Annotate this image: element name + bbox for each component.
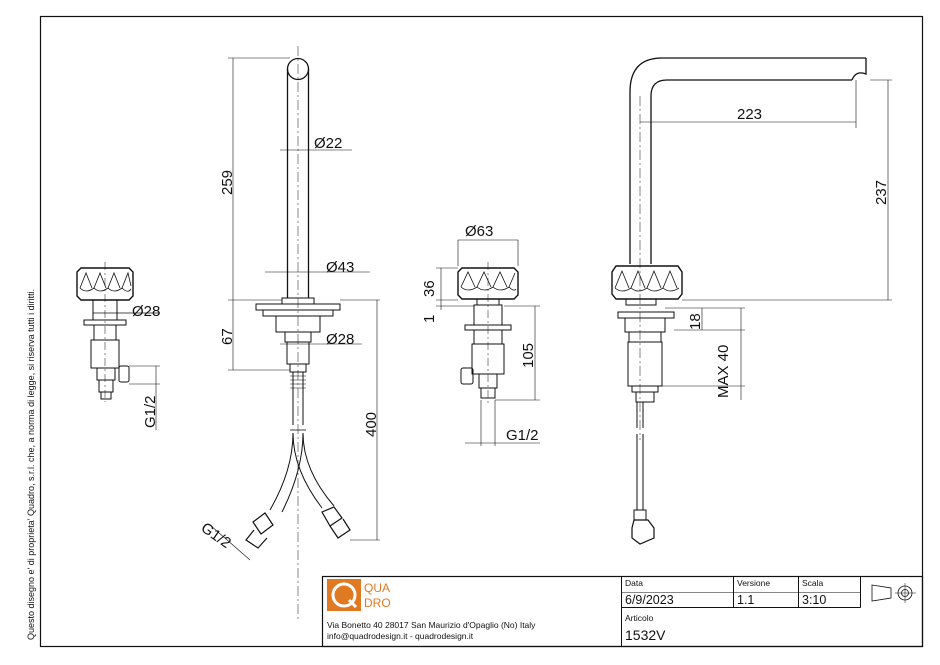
dim-diameter-63: Ø63 [465,223,493,240]
copyright-notice: Questo disegno e' di proprieta' Quadro, … [26,289,36,640]
address-line-1: Via Bonetto 40 28017 San Maurizio d'Opag… [327,620,536,630]
address-line-2: info@quadrodesign.it - quadrodesign.it [327,631,474,641]
logo-text-qua: QUA [364,581,390,595]
spout-side-drawing [611,57,892,545]
dim-width-223: 223 [737,106,762,123]
dim-thread-g12-bottom: G1/2 [198,519,234,552]
dim-max-40: MAX 40 [715,345,732,398]
article-value: 1532V [625,627,666,643]
left-valve-drawing [76,262,160,430]
scale-value: 3:10 [802,593,826,607]
dim-height-237: 237 [873,180,890,205]
version-label: Versione [737,578,770,588]
dim-height-67: 67 [219,328,236,345]
dim-height-400: 400 [363,412,380,437]
spout-front-drawing [209,46,380,620]
dim-diameter-28-mid: Ø28 [326,331,354,348]
right-valve-drawing [436,239,540,446]
drawing-border [39,15,924,648]
article-label: Articolo [625,613,654,623]
dim-height-36: 36 [421,280,438,297]
date-label: Data [625,578,643,588]
dim-diameter-43: Ø43 [326,259,354,276]
date-value: 6/9/2023 [625,593,674,607]
dim-height-18: 18 [687,313,704,330]
dim-diameter-28-left: Ø28 [132,303,160,320]
scale-label: Scala [802,578,824,588]
dim-height-1: 1 [421,315,438,323]
title-block [321,575,924,648]
version-value: 1.1 [737,593,754,607]
dim-height-259: 259 [219,170,236,195]
dim-diameter-22: Ø22 [314,135,342,152]
dim-thread-g12-left: G1/2 [142,395,159,428]
logo-text-dro: DRO [364,596,391,610]
dim-height-105: 105 [520,343,537,368]
quadro-logo: QUA DRO [327,579,391,611]
dim-thread-g12-right: G1/2 [506,427,539,444]
